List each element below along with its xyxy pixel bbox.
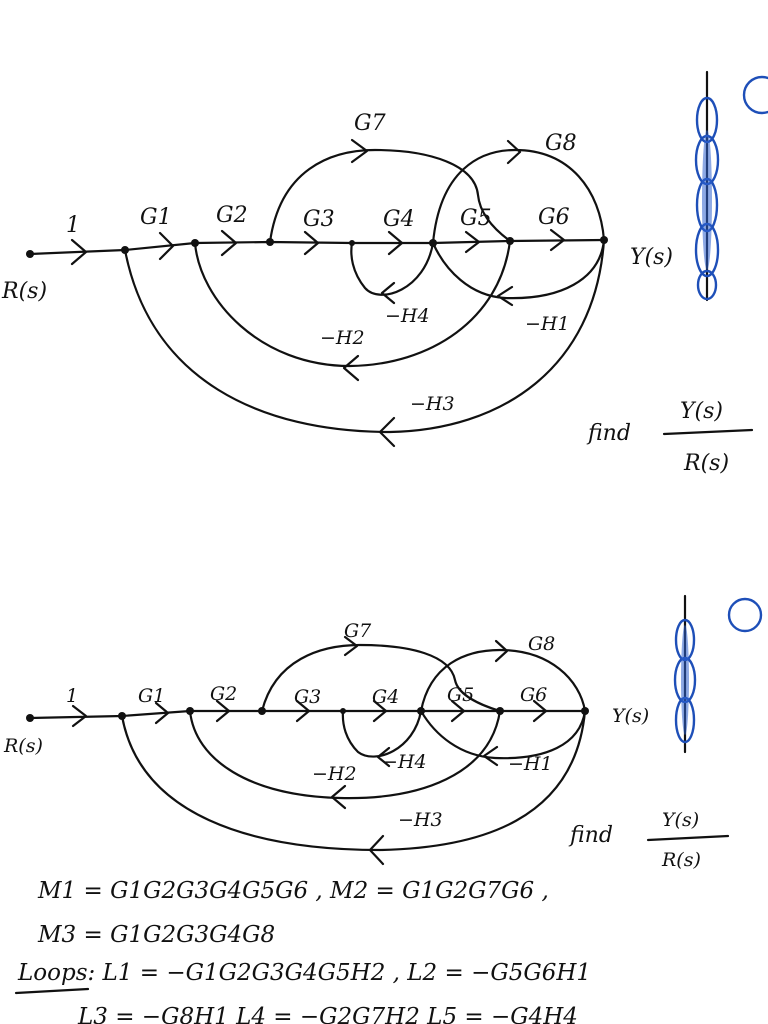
label-h3-2: −H3 [398,809,443,831]
h1-loop-2 [419,709,587,760]
label-h2: −H2 [320,327,365,349]
node-3 [266,238,274,246]
arrow-4 [303,230,320,256]
label-g8: G8 [545,131,577,156]
binding-doodle-1 [694,70,720,302]
label-r: R(s) [1,279,47,304]
signal-flow-graph-1: R(s) 1 G1 G2 G3 G4 G5 G6 G7 G8 Y(s) −H4 … [1,70,768,476]
label-g3: G3 [303,207,335,232]
node-y [600,236,608,244]
label-g6: G6 [538,205,570,230]
label-gain-one: 1 [66,213,80,238]
node-1 [121,246,129,254]
loops-underline [14,987,90,995]
h4-loop-2 [341,709,423,758]
find-label-2: find [568,823,613,848]
arrow-5 [387,230,404,256]
arrow-g8 [506,139,522,165]
h3-loop-2 [120,709,587,852]
arrow-h1 [496,285,514,307]
forward-path [28,238,606,256]
g7-branch-2 [260,643,502,713]
binding-doodle-2 [673,594,697,754]
label-y: Y(s) [630,245,673,270]
eq-m1-m2: M1 = G1G2G3G4G5G6 , M2 = G1G2G7G6 , [37,878,549,904]
label-g4-2: G4 [372,686,399,708]
h2-loop-2 [188,709,502,800]
arrow-1 [70,238,88,266]
signal-flow-graph-2: R(s) 1 G1 G2 G3 G4 G5 G6 G7 G8 Y(s) −H4 … [3,594,763,871]
g8-branch [431,148,606,245]
node-4 [349,240,355,246]
arrow-2 [158,231,175,261]
hole-punch-1 [742,75,768,115]
eq-l3-l5: L3 = −G8H1 L4 = −G2G7H2 L5 = −G4H4 [77,1004,578,1024]
arrow-g7 [350,138,369,164]
label-g4: G4 [383,207,415,232]
label-g1: G1 [140,205,172,230]
label-g5: G5 [460,206,492,231]
h1-loop [431,238,606,300]
h4-loop [350,241,435,296]
label-g8-2: G8 [528,633,555,655]
arrow-3 [220,229,238,257]
label-g7: G7 [354,111,386,136]
h2-loop [193,239,512,368]
h3-loop [123,238,606,434]
node-5 [429,239,437,247]
arrow-h2 [342,354,360,382]
tf-fraction-bar-2 [646,834,730,842]
label-g2-2: G2 [210,683,237,705]
arrow-7 [549,228,566,252]
solution-notes: M1 = G1G2G3G4G5G6 , M2 = G1G2G7G6 , M3 =… [14,878,591,1024]
g8-branch-2 [419,648,587,713]
node-6 [506,237,514,245]
label-h3: −H3 [410,393,455,415]
hole-punch-2 [727,597,763,633]
arrow-6 [464,230,481,254]
label-h2-2: −H2 [312,763,357,785]
tf-denominator: R(s) [683,451,729,476]
tf-numerator-2: Y(s) [662,809,699,831]
label-h4: −H4 [385,305,430,327]
tf-denominator-2: R(s) [661,849,701,871]
label-y-2: Y(s) [612,705,649,727]
node-r [26,250,34,258]
forward-path-2 [28,709,587,720]
label-gain-one-2: 1 [66,685,78,707]
eq-m3: M3 = G1G2G3G4G8 [37,922,275,948]
eq-loops: Loops: L1 = −G1G2G3G4G5H2 , L2 = −G5G6H1 [17,960,591,986]
tf-numerator: Y(s) [680,399,723,424]
label-h1: −H1 [525,313,570,335]
node-2 [191,239,199,247]
find-label: find [586,421,631,446]
label-h4-2: −H4 [382,751,427,773]
label-h1-2: −H1 [508,753,553,775]
label-g3-2: G3 [294,686,321,708]
g7-branch [268,148,512,244]
tf-fraction-bar [662,428,754,436]
label-g2: G2 [216,203,248,228]
label-g7-2: G7 [344,620,372,642]
label-g5-2: G5 [447,684,474,706]
label-g1-2: G1 [138,685,165,707]
label-r-2: R(s) [3,735,43,757]
arrow-h4 [380,281,396,305]
arrow-h3 [378,416,396,448]
label-g6-2: G6 [520,684,547,706]
